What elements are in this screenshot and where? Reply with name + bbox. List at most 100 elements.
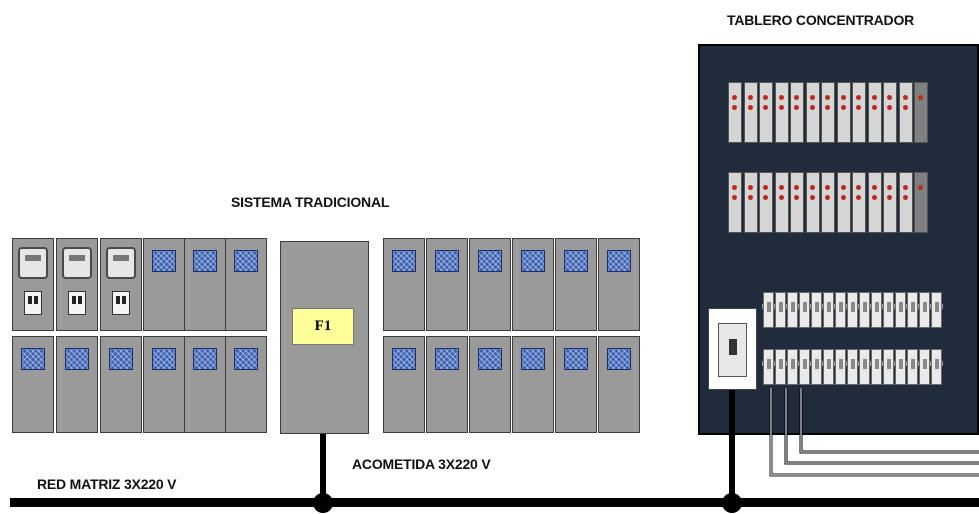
module-led	[732, 95, 737, 100]
meter-box	[100, 336, 142, 433]
branch-breaker	[763, 292, 774, 328]
module-led	[825, 195, 830, 200]
metering-module	[898, 82, 913, 143]
meter-box	[383, 336, 425, 433]
meter-window	[478, 250, 502, 272]
module-led	[856, 105, 861, 110]
meter-box	[12, 238, 54, 331]
branch-breaker	[919, 292, 930, 328]
branch-breaker	[847, 349, 858, 385]
meter-window	[435, 250, 459, 272]
module-led	[856, 185, 861, 190]
meter-box	[598, 336, 640, 433]
branch-breaker	[895, 292, 906, 328]
meter-breaker	[24, 291, 42, 315]
branch-breaker	[799, 349, 810, 385]
module-led	[732, 195, 737, 200]
meter-box	[100, 238, 142, 331]
module-led	[732, 105, 737, 110]
branch-breaker	[787, 349, 798, 385]
sistema-tradicional-title: SISTEMA TRADICIONAL	[231, 194, 390, 210]
metering-module	[759, 82, 773, 143]
metering-module	[883, 172, 897, 233]
meter-box	[426, 336, 468, 433]
meter-window	[109, 348, 133, 370]
module-led	[809, 185, 815, 190]
energy-meter	[62, 247, 92, 279]
meter-window	[193, 250, 217, 272]
module-led	[778, 105, 784, 110]
meter-box	[512, 336, 554, 433]
main-breaker-lever	[729, 339, 737, 355]
branch-breaker	[931, 292, 942, 328]
meter-box	[426, 238, 468, 331]
branch-breaker	[907, 349, 918, 385]
branch-breaker	[775, 292, 786, 328]
module-led	[794, 105, 799, 110]
concentrator-drop-line	[729, 390, 735, 500]
module-led	[918, 185, 923, 190]
module-led	[902, 95, 908, 100]
acometida-label: ACOMETIDA 3X220 V	[352, 456, 491, 472]
module-led	[763, 95, 768, 100]
meter-box	[143, 336, 185, 433]
module-led	[840, 105, 846, 110]
meter-breaker	[112, 291, 130, 315]
module-led	[871, 95, 877, 100]
meter-box	[12, 336, 54, 433]
module-led	[902, 105, 908, 110]
branch-breaker	[763, 349, 774, 385]
module-led	[856, 195, 861, 200]
metering-module	[774, 172, 789, 233]
metering-module	[821, 172, 835, 233]
branch-breaker	[811, 292, 822, 328]
module-led	[778, 195, 784, 200]
branch-breaker	[871, 349, 882, 385]
meter-window	[478, 348, 502, 370]
branch-breaker	[895, 349, 906, 385]
metering-module	[867, 172, 882, 233]
meter-breaker	[68, 291, 86, 315]
feeder-wire-2b	[785, 388, 979, 464]
branch-breaker	[859, 349, 870, 385]
branch-breaker	[787, 292, 798, 328]
fuse-f1-label: F1	[314, 318, 332, 334]
module-led	[871, 105, 877, 110]
module-led	[747, 195, 753, 200]
branch-breaker	[775, 349, 786, 385]
module-led	[856, 95, 861, 100]
metering-module	[867, 82, 882, 143]
meter-box	[469, 336, 511, 433]
feeder-wire-1b	[770, 388, 979, 476]
metering-module	[852, 172, 866, 233]
metering-module	[790, 172, 804, 233]
meter-box	[555, 238, 597, 331]
meter-window	[607, 348, 631, 370]
module-led	[763, 195, 768, 200]
metering-module	[728, 82, 742, 143]
branch-breaker	[811, 349, 822, 385]
meter-box	[469, 238, 511, 331]
meter-window	[435, 348, 459, 370]
module-led	[747, 105, 753, 110]
tablero-concentrador-title: TABLERO CONCENTRADOR	[727, 12, 915, 28]
branch-breaker	[919, 349, 930, 385]
metering-module	[759, 172, 773, 233]
module-led	[887, 185, 892, 190]
branch-breaker	[823, 292, 834, 328]
branch-breaker	[883, 349, 894, 385]
module-led	[902, 185, 908, 190]
meter-box	[143, 238, 185, 331]
metering-module	[836, 172, 851, 233]
metering-module	[743, 172, 758, 233]
module-led	[887, 105, 892, 110]
metering-module	[914, 172, 928, 233]
metering-module	[805, 172, 820, 233]
metering-module	[898, 172, 913, 233]
module-led	[809, 105, 815, 110]
branch-breaker	[931, 349, 942, 385]
meter-window	[564, 250, 588, 272]
meter-box	[225, 336, 267, 433]
module-led	[825, 95, 830, 100]
